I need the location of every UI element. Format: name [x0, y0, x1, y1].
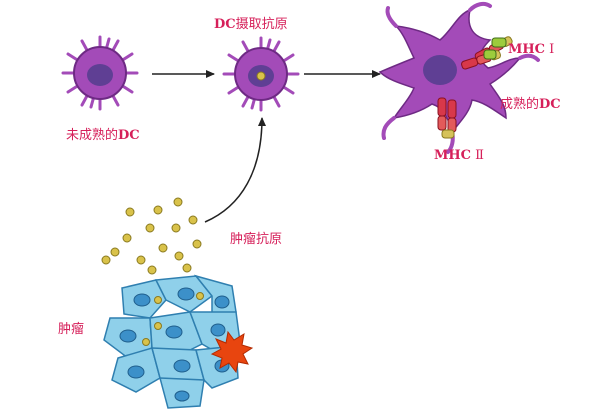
- tumor-burst: [210, 330, 254, 374]
- immature-dc-cell: [61, 35, 139, 111]
- tumor-cell-cluster: [103, 274, 241, 409]
- tumor-antigen-particles: [101, 197, 202, 275]
- label-immature-dc: 未成熟的DC: [66, 128, 140, 143]
- dc-uptake-cell: [222, 36, 300, 112]
- label-tumor-antigen: 肿瘤抗原: [230, 232, 283, 247]
- mature-dc-cell: [378, 1, 540, 154]
- mhc1-molecules: [461, 36, 513, 70]
- label-tumor: 肿瘤: [58, 322, 85, 337]
- mhc2-molecules: [437, 97, 457, 139]
- label-mature-dc: 成熟的DC: [500, 97, 561, 112]
- label-mhc1: MHC Ⅰ: [508, 42, 555, 57]
- arrow-antigen-to-dc: [204, 117, 266, 223]
- label-dc-uptake-antigen: DC摄取抗原: [214, 17, 288, 32]
- label-mhc2: MHC Ⅱ: [434, 148, 485, 163]
